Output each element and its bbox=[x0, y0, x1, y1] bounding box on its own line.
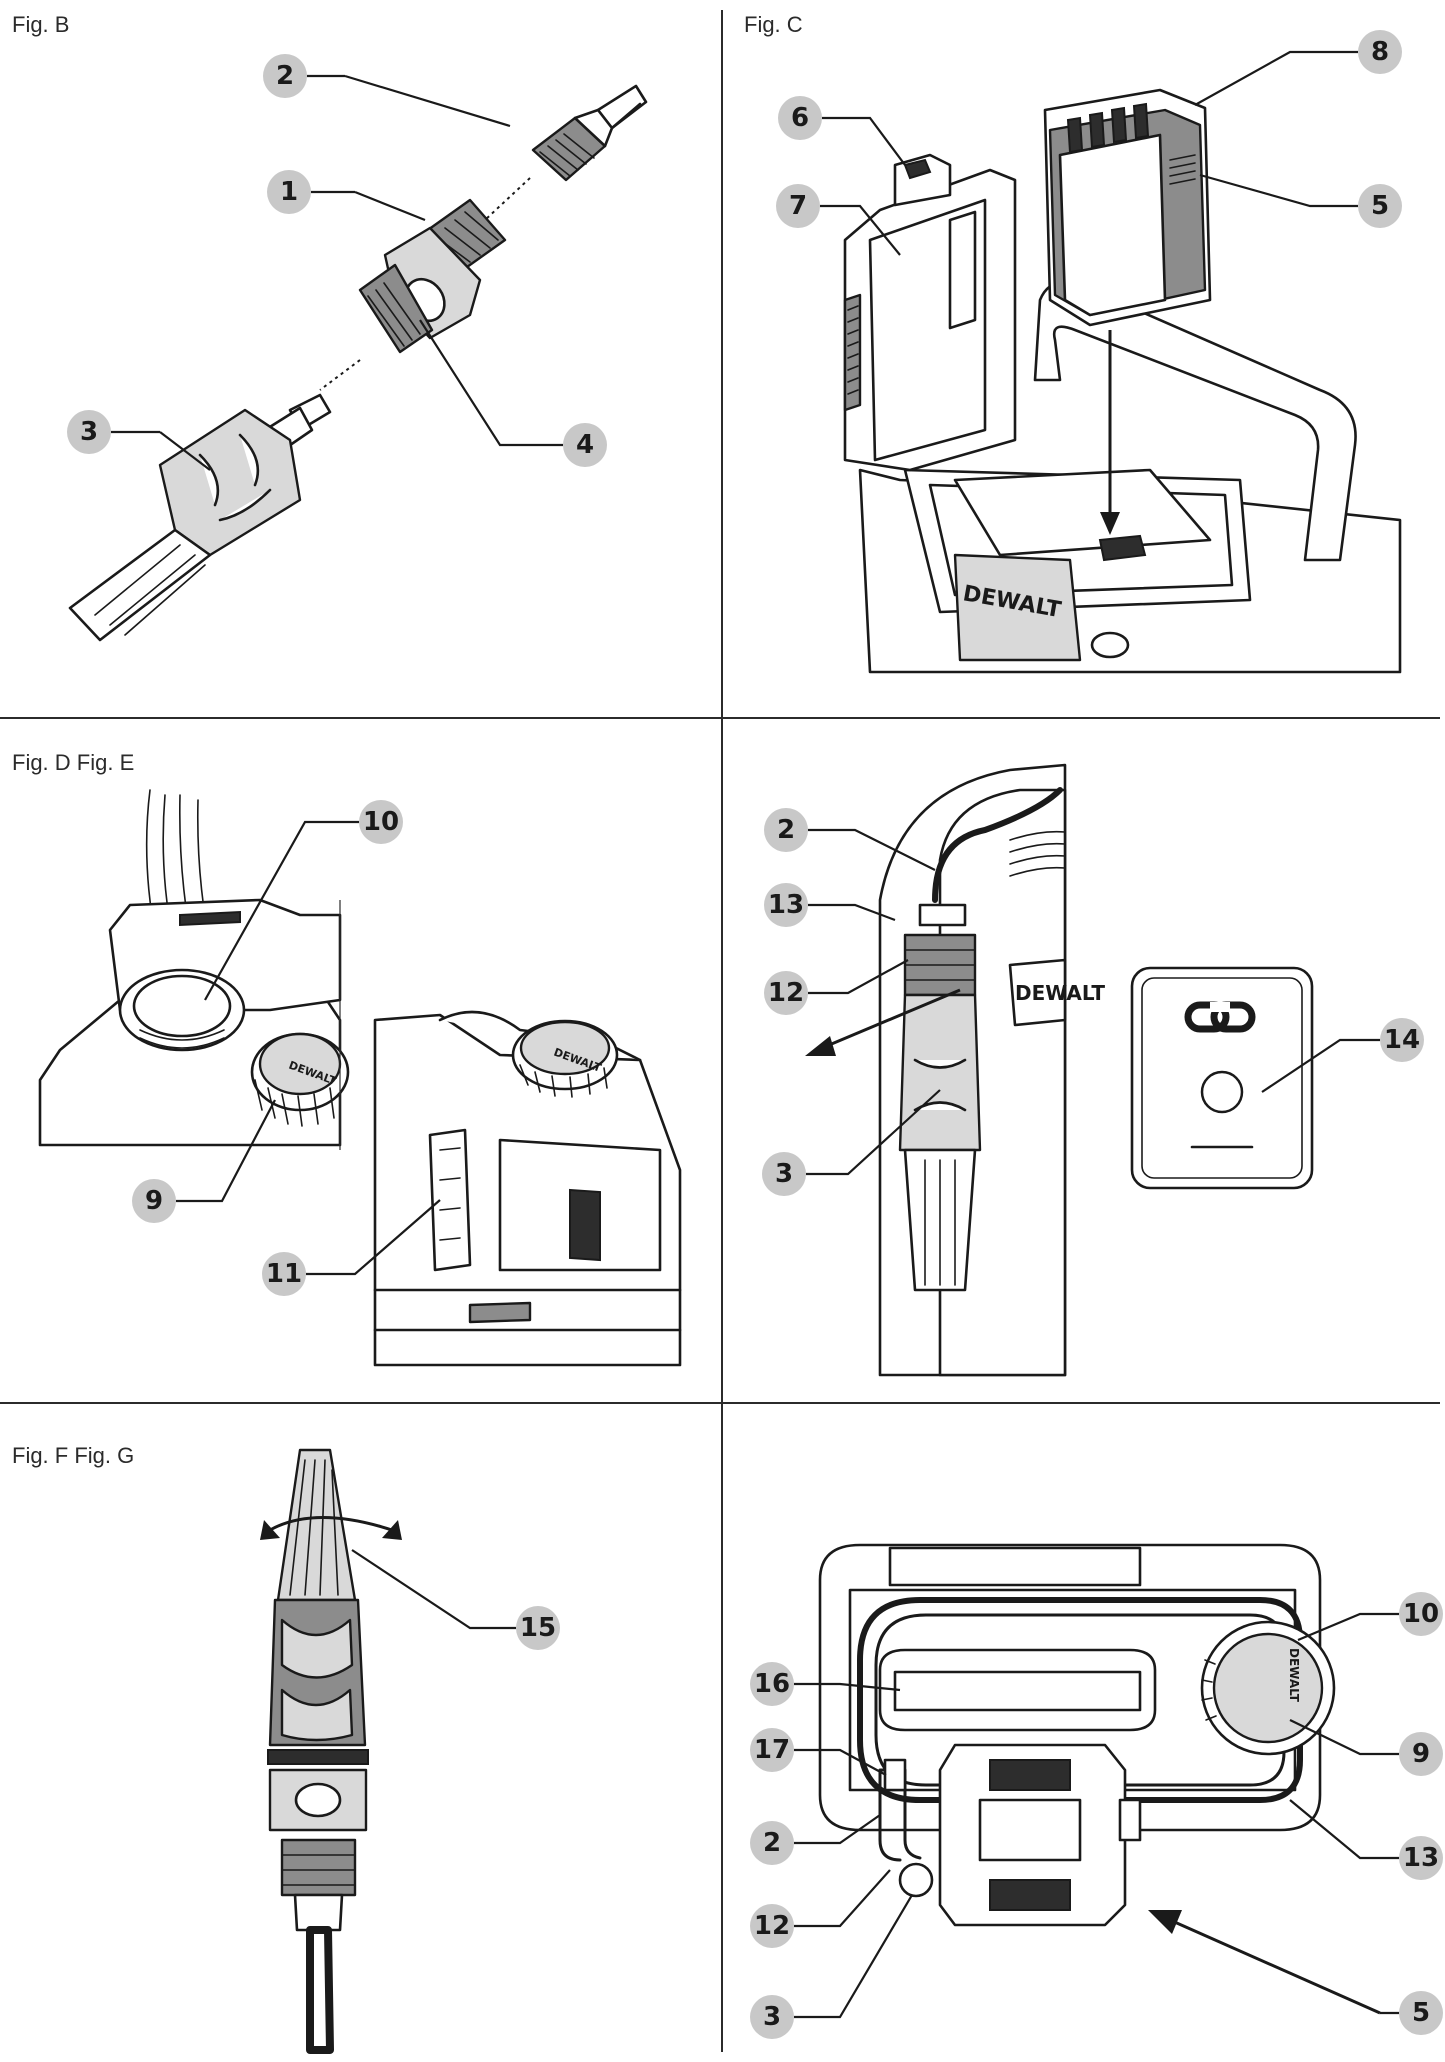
callout-g-17: 17 bbox=[754, 1735, 790, 1765]
callout-b-1: 1 bbox=[280, 177, 298, 207]
fig-f-g-label: Fig. F Fig. G bbox=[12, 1443, 134, 1468]
callout-b-2: 2 bbox=[276, 61, 294, 91]
callout-e-13: 13 bbox=[768, 890, 804, 920]
fig-c-battery-compartment: DEWALT 6 7 8 5 bbox=[776, 30, 1402, 674]
callout-g-12: 12 bbox=[754, 1911, 790, 1941]
hose-connector-part bbox=[531, 84, 648, 182]
panel-dividers bbox=[0, 10, 1440, 2052]
callout-e-12: 12 bbox=[768, 978, 804, 1008]
fig-b-exploded-nozzle: 2 1 3 4 bbox=[67, 54, 648, 642]
callout-g-10: 10 bbox=[1403, 1599, 1439, 1629]
callout-e-14: 14 bbox=[1384, 1025, 1420, 1055]
callout-e-11: 11 bbox=[266, 1259, 302, 1289]
callout-c-8: 8 bbox=[1371, 37, 1389, 67]
brand-logo-fig-g: DEWALT bbox=[1287, 1648, 1301, 1703]
connect-button-panel: 14 bbox=[1130, 966, 1424, 1190]
callout-b-3: 3 bbox=[80, 417, 98, 447]
callout-g-2: 2 bbox=[763, 1828, 781, 1858]
callout-g-3: 3 bbox=[763, 2002, 781, 2032]
callout-c-5: 5 bbox=[1371, 191, 1389, 221]
rotate-arrows-icon bbox=[260, 1516, 402, 1540]
spray-nozzle-part bbox=[68, 393, 332, 642]
callout-g-16: 16 bbox=[754, 1669, 790, 1699]
pull-arrow-icon bbox=[805, 988, 961, 1056]
callout-c-6: 6 bbox=[791, 103, 809, 133]
fig-b-label: Fig. B bbox=[12, 12, 69, 37]
callout-f-15: 15 bbox=[520, 1613, 556, 1643]
fig-g-top-view: DEWALT 10 16 9 17 2 13 12 bbox=[750, 1543, 1443, 2039]
fig-f-nozzle-adjust: 15 bbox=[260, 1448, 560, 2054]
fig-e-level-indicator: DEWALT 11 bbox=[262, 1010, 682, 1367]
callout-b-4: 4 bbox=[576, 430, 594, 460]
callout-e-3: 3 bbox=[775, 1159, 793, 1189]
callout-g-9: 9 bbox=[1412, 1739, 1430, 1769]
callout-d-10: 10 bbox=[363, 807, 399, 837]
fig-d-filling-tank: DEWALT 10 9 bbox=[38, 789, 403, 1223]
fig-e-nozzle-holder: DEWALT 2 13 12 3 bbox=[762, 763, 1105, 1377]
fig-d-e-label: Fig. D Fig. E bbox=[12, 750, 134, 775]
callout-e-2: 2 bbox=[777, 815, 795, 845]
callout-g-5: 5 bbox=[1412, 1998, 1430, 2028]
callout-g-13: 13 bbox=[1403, 1843, 1439, 1873]
link-icon bbox=[1184, 1001, 1256, 1033]
brand-logo-fig-e: DEWALT bbox=[1015, 981, 1105, 1005]
coupling-part bbox=[358, 198, 507, 354]
power-button-icon bbox=[1200, 1070, 1244, 1114]
callout-c-7: 7 bbox=[789, 191, 807, 221]
fig-c-label: Fig. C bbox=[744, 12, 803, 37]
callout-d-9: 9 bbox=[145, 1186, 163, 1216]
